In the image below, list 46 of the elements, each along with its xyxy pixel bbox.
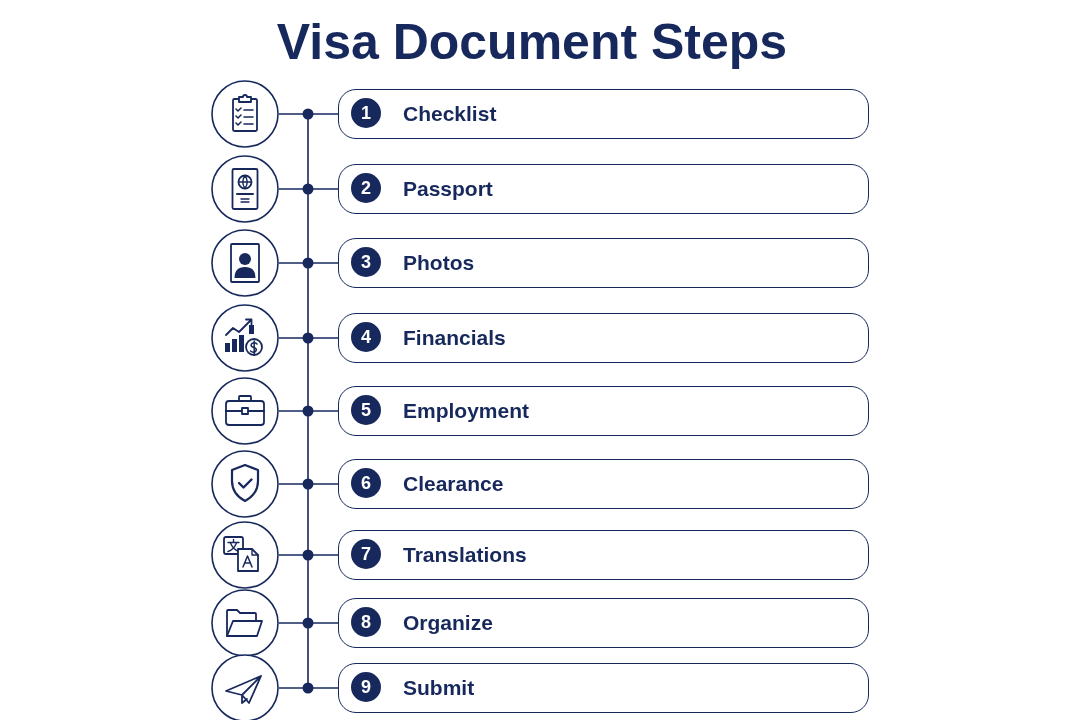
connector-line [278,113,339,115]
step-number-badge: 6 [351,468,381,499]
paper-plane-icon [211,654,279,720]
step-box [338,238,869,288]
passport-icon [211,155,279,223]
connector-line [278,687,339,689]
step-box [338,386,869,436]
step-label: Checklist [403,102,497,126]
step-box [338,598,869,648]
portrait-photo-icon [211,229,279,297]
clipboard-checklist-icon [211,80,279,148]
connector-line [278,262,339,264]
step-number-badge: 7 [351,539,381,570]
step-label: Submit [403,676,475,700]
briefcase-icon [211,377,279,445]
step-number-badge: 9 [351,672,381,703]
step-number-badge: 1 [351,98,381,129]
folder-icon [211,589,279,657]
shield-check-icon [211,450,279,518]
step-box [338,89,869,139]
step-box [338,530,869,580]
connector-line [278,188,339,190]
growth-chart-icon [211,304,279,372]
step-label: Financials [403,326,506,350]
step-number-badge: 4 [351,322,381,353]
title: Visa Document Steps [276,13,788,72]
step-number-badge: 3 [351,247,381,278]
step-label: Photos [403,251,475,275]
step-label: Clearance [403,472,504,496]
translate-icon [211,521,279,589]
connector-line [278,410,339,412]
connector-line [278,622,339,624]
step-label: Organize [403,611,493,635]
step-box [338,313,869,363]
step-box [338,663,869,713]
connector-line [278,483,339,485]
connector-line [278,554,339,556]
step-number-badge: 2 [351,173,381,204]
step-number-badge: 5 [351,395,381,426]
step-number-badge: 8 [351,607,381,638]
step-label: Employment [403,399,530,423]
step-box [338,459,869,509]
step-box [338,164,869,214]
step-label: Passport [403,177,493,201]
connector-line [278,337,339,339]
step-label: Translations [403,543,527,567]
